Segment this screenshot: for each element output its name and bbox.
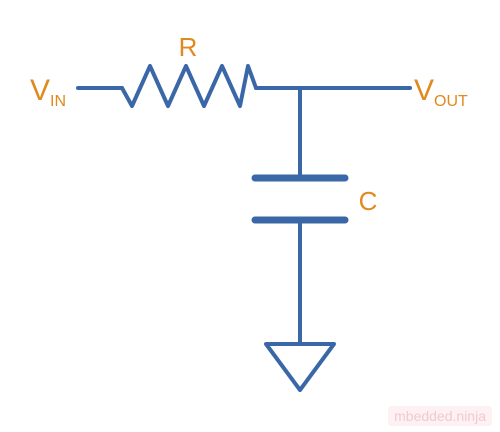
watermark: mbedded.ninja xyxy=(388,406,492,426)
resistor-label: R xyxy=(179,32,198,62)
vin-subscript-text: IN xyxy=(50,93,66,110)
vout-label: VOUT xyxy=(414,74,468,110)
vin-label: VIN xyxy=(30,74,66,110)
vin-main-text: V xyxy=(30,74,50,107)
capacitor-label: C xyxy=(359,186,378,216)
vout-main-text: V xyxy=(414,74,434,107)
resistor-symbol xyxy=(120,64,258,108)
vout-subscript-text: OUT xyxy=(434,93,468,110)
ground-symbol xyxy=(264,342,336,392)
